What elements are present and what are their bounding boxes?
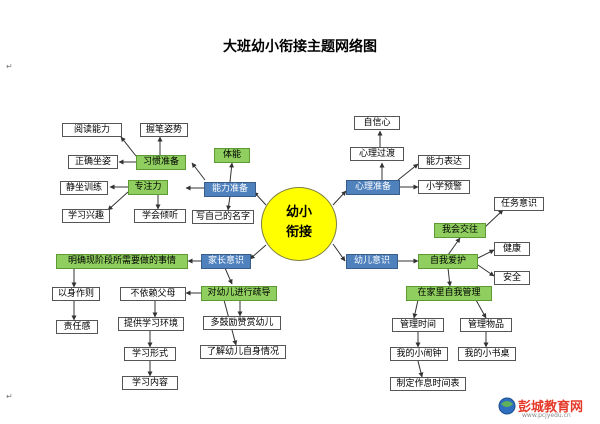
node-goal: 明确现阶段所需要做的事情	[56, 254, 188, 269]
node-ability: 能力准备	[204, 182, 256, 197]
node-understand: 了解幼儿自身情况	[200, 345, 286, 359]
node-alarm-clock: 我的小闹钟	[390, 347, 448, 361]
center-node: 幼小 衔接	[261, 187, 337, 261]
node-interest: 学习兴趣	[62, 209, 110, 223]
node-desk: 我的小书桌	[458, 347, 516, 361]
node-child: 幼儿意识	[346, 254, 398, 269]
node-social: 我会交往	[434, 223, 486, 238]
logo-url: www.pcjyedu.cn	[522, 412, 571, 419]
node-learn-form: 学习形式	[124, 347, 176, 361]
node-expression: 能力表达	[418, 155, 470, 169]
paragraph-mark: ↵	[6, 392, 13, 401]
node-reading: 阅读能力	[62, 123, 122, 137]
node-guide: 对幼儿进行疏导	[201, 286, 277, 301]
globe-icon	[498, 397, 516, 415]
node-warning: 小学预警	[418, 180, 470, 194]
node-schedule: 制定作息时间表	[390, 377, 466, 391]
node-manage-items: 管理物品	[460, 318, 512, 332]
node-environment: 提供学习环境	[118, 317, 184, 331]
node-confidence: 自信心	[354, 116, 400, 130]
node-role-model: 以身作则	[52, 287, 100, 301]
node-self-care: 自我爱护	[418, 254, 478, 269]
center-line-1: 幼小	[285, 205, 312, 220]
node-independent: 不依赖父母	[120, 287, 186, 301]
node-psych: 心理准备	[346, 180, 400, 195]
node-task-awareness: 任务意识	[494, 197, 544, 211]
node-write-name: 写自己的名字	[192, 210, 254, 224]
paragraph-mark: ↵	[6, 62, 13, 71]
node-focus: 专注力	[128, 180, 168, 195]
node-physique: 体能	[214, 148, 250, 163]
center-line-2: 衔接	[285, 225, 312, 240]
node-manage-time: 管理时间	[392, 318, 444, 332]
node-learn-content: 学习内容	[122, 376, 178, 390]
node-posture: 正确坐姿	[68, 155, 118, 169]
page-title: 大班幼小衔接主题网络图	[223, 39, 377, 55]
node-safety: 安全	[494, 271, 530, 285]
node-habits: 习惯准备	[136, 155, 186, 170]
node-listening: 学会倾听	[134, 209, 186, 223]
node-sit-training: 静坐训练	[60, 181, 108, 195]
node-pen-grip: 握笔姿势	[140, 123, 188, 137]
site-logo: 彭城教育网 www.pcjyedu.cn	[498, 396, 598, 422]
node-responsibility: 责任感	[56, 320, 98, 334]
node-home-manage: 在家里自我管理	[406, 286, 492, 301]
node-parents: 家长意识	[201, 254, 251, 269]
node-health: 健康	[494, 242, 530, 256]
logo-text: 彭城教育网	[518, 400, 584, 415]
node-transition: 心理过渡	[350, 147, 404, 161]
node-encourage: 多鼓励赞赏幼儿	[203, 316, 281, 330]
